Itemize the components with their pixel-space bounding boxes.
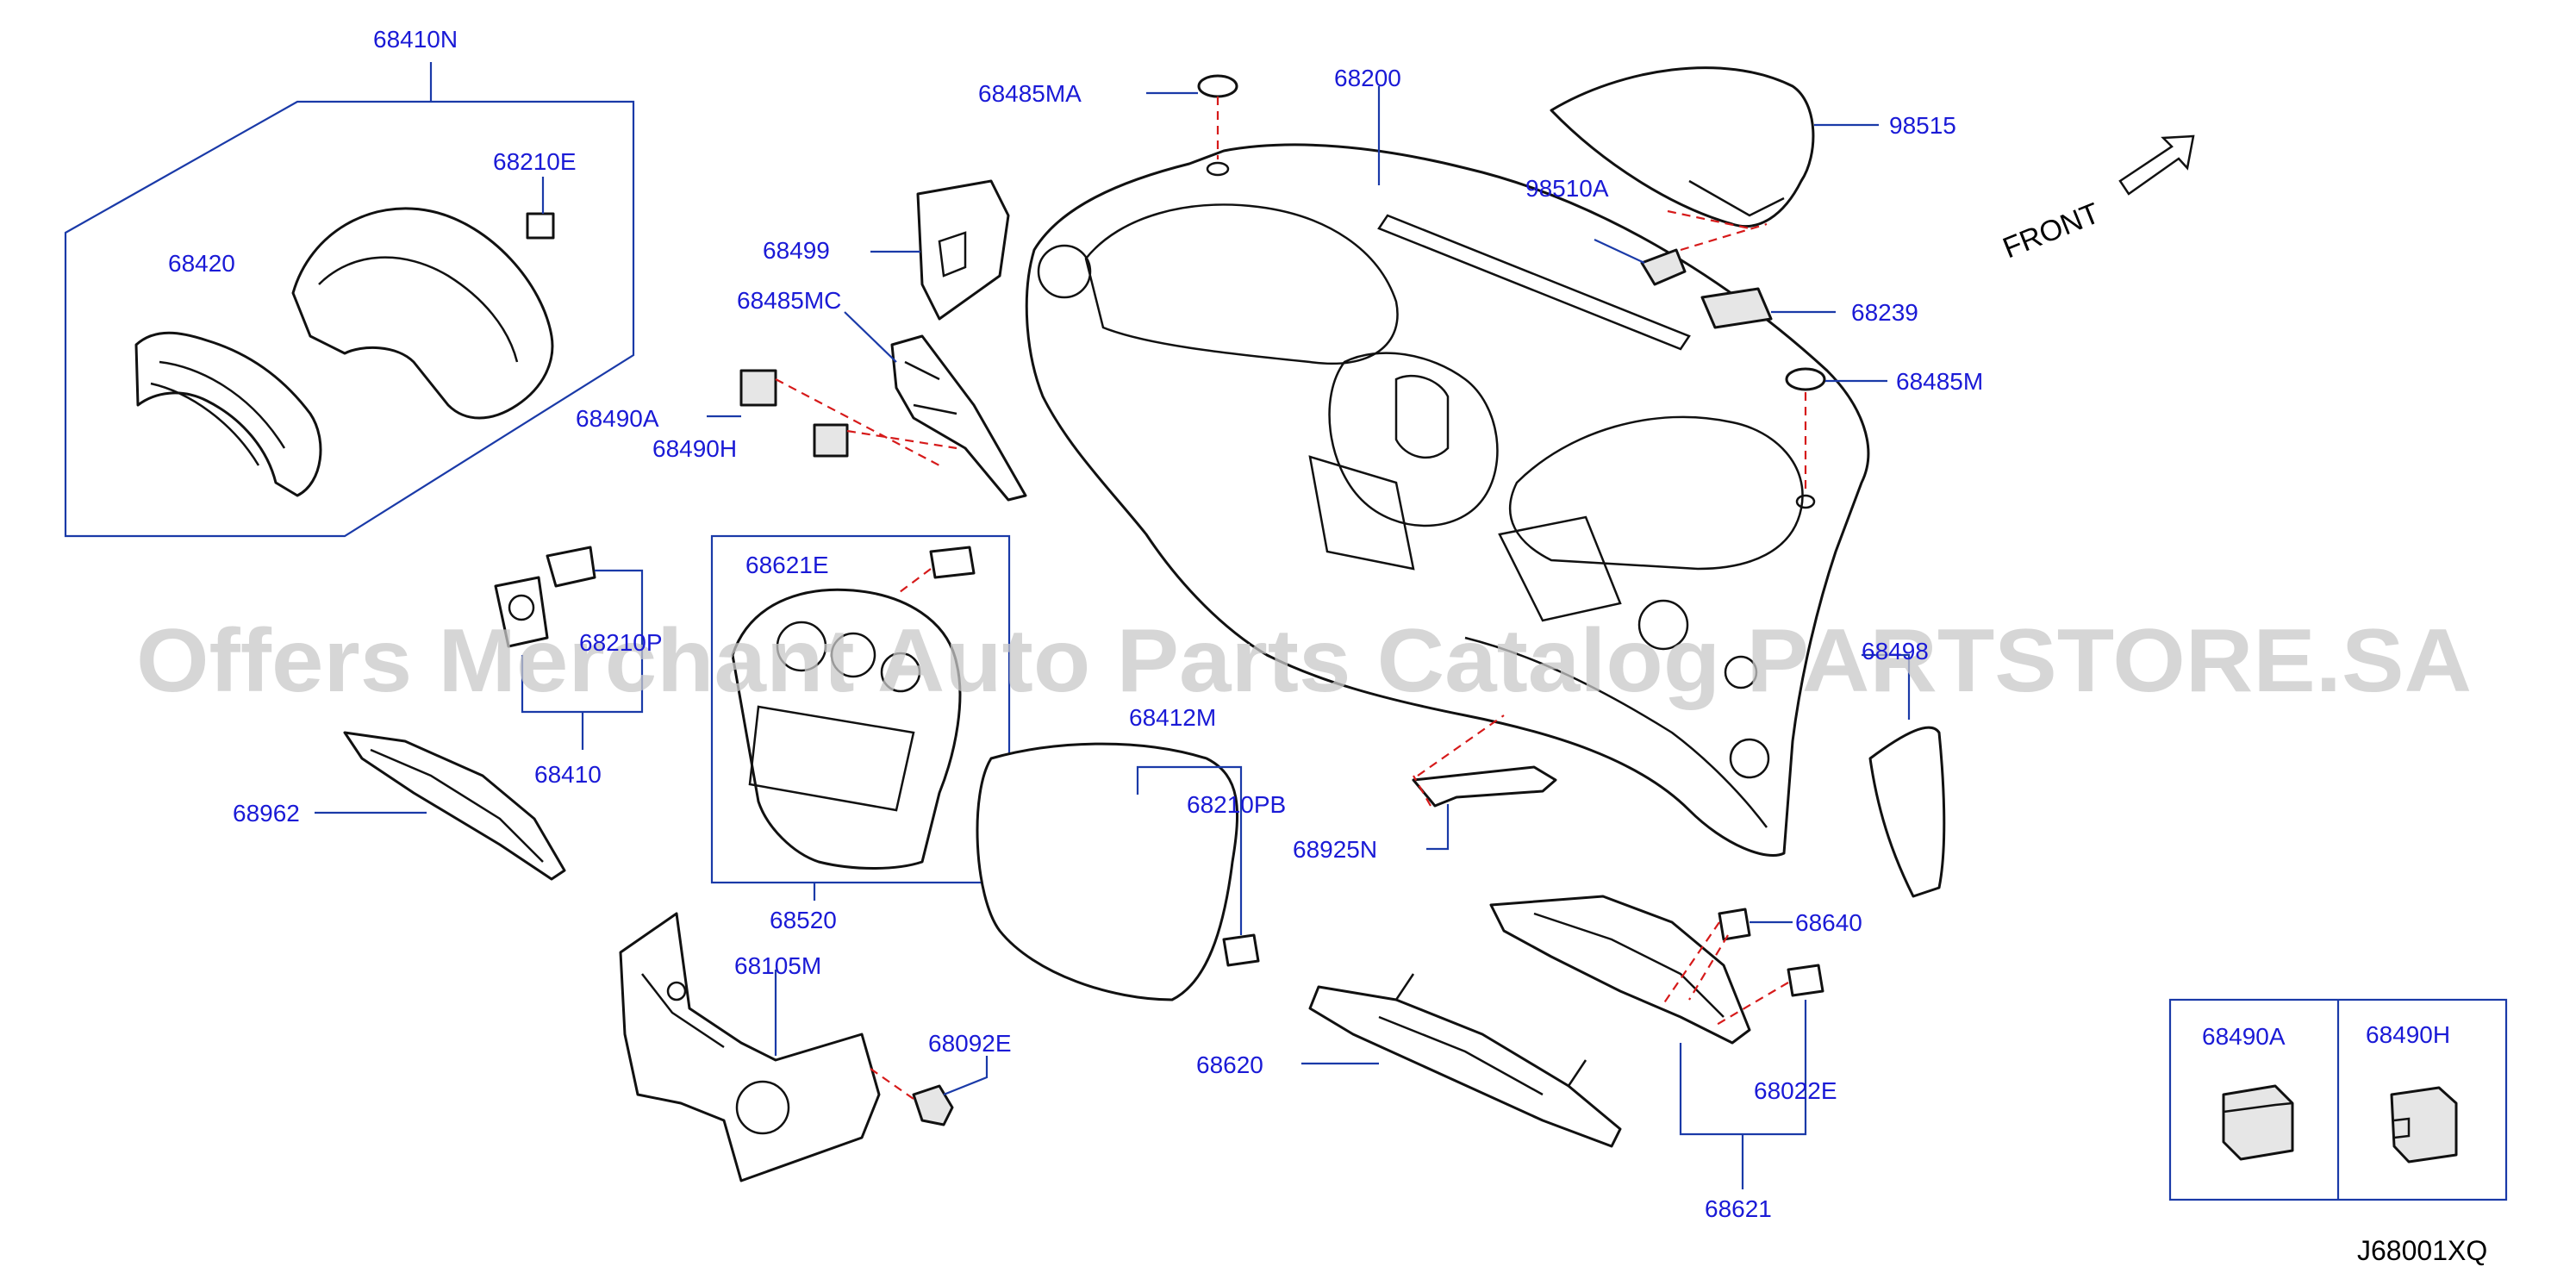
label-68621[interactable]: 68621 (1705, 1195, 1772, 1222)
bracket-68925N-group (1412, 714, 1557, 851)
bracket-68210P-part[interactable] (494, 576, 549, 648)
glovebox-lid-68620-part[interactable] (1308, 985, 1622, 1148)
cluster-housing-68210E-part[interactable] (291, 207, 554, 420)
clip-68022E-part[interactable] (1787, 964, 1824, 997)
bracket-68499-part[interactable] (916, 179, 1010, 321)
lower-cover-68105M-part[interactable] (619, 912, 881, 1182)
label-68410N[interactable]: 68410N (373, 26, 458, 53)
glovebox-group-68621 (1489, 895, 1824, 1189)
part-labels: 68410N 68210E 68420 68490A 68499 68485MC… (168, 26, 2450, 1222)
lower-cover-68105M-group (619, 912, 881, 1182)
airbag-group (1550, 66, 1879, 329)
label-98510A[interactable]: 98510A (1525, 175, 1609, 202)
panel-68498-part[interactable] (1868, 726, 1946, 898)
label-68239[interactable]: 68239 (1851, 299, 1918, 326)
clip-68490H-part[interactable] (813, 423, 849, 458)
label-68210PB[interactable]: 68210PB (1187, 791, 1286, 818)
lid-68412M-group (976, 742, 1260, 1001)
inset-label-68490A[interactable]: 68490A (2202, 1023, 2286, 1050)
label-68640[interactable]: 68640 (1795, 909, 1862, 936)
clip-68485M-group (1785, 367, 1887, 509)
center-group-68520 (710, 534, 1011, 901)
diagram-code: J68001XQ (2357, 1235, 2487, 1266)
glovebox-frame-68640-part[interactable] (1489, 895, 1751, 1045)
cover-68962-part[interactable] (343, 731, 566, 881)
center-bezel-68520-part[interactable] (731, 588, 962, 870)
label-68925N[interactable]: 68925N (1293, 836, 1377, 863)
label-68490H[interactable]: 68490H (652, 435, 737, 462)
label-68485MC[interactable]: 68485MC (737, 287, 841, 314)
clip-68485MA-group (1146, 74, 1238, 177)
label-68410[interactable]: 68410 (534, 761, 602, 788)
label-68105M[interactable]: 68105M (734, 952, 821, 979)
clip-68485MA-part[interactable] (1197, 74, 1238, 98)
label-68412M[interactable]: 68412M (1129, 704, 1216, 731)
label-68490A[interactable]: 68490A (576, 405, 659, 432)
bracket-68925N-part[interactable] (1412, 765, 1557, 808)
left-bracket-group (707, 179, 1027, 502)
label-68520[interactable]: 68520 (770, 907, 837, 933)
label-68485M[interactable]: 68485M (1896, 368, 1983, 395)
label-68962[interactable]: 68962 (233, 800, 300, 827)
screw-68092E-part[interactable] (912, 1084, 954, 1126)
cluster-group-68410N (64, 62, 635, 538)
svg-text:FRONT: FRONT (1999, 197, 2105, 265)
screw-68092E-group (870, 1056, 989, 1126)
watermark-text: Offers Merchant Auto Parts Catalog PARTS… (136, 611, 2472, 711)
inset-clip-68490A-part[interactable] (2222, 1084, 2294, 1161)
inset-clip-68490H-part[interactable] (2390, 1086, 2458, 1164)
panel-68485MC-part[interactable] (890, 334, 1027, 502)
label-68022E[interactable]: 68022E (1754, 1077, 1837, 1104)
bracket-group-68410 (494, 546, 644, 750)
label-68498[interactable]: 68498 (1862, 638, 1929, 664)
front-arrow-icon (2118, 134, 2195, 196)
label-68200[interactable]: 68200 (1334, 65, 1401, 91)
label-68420[interactable]: 68420 (168, 250, 235, 277)
clip-68485M-part[interactable] (1785, 367, 1826, 391)
label-68485MA[interactable]: 68485MA (978, 80, 1082, 107)
label-68210E[interactable]: 68210E (493, 148, 577, 175)
airbag-98515-part[interactable] (1550, 66, 1815, 228)
label-68210P[interactable]: 68210P (579, 629, 663, 656)
meter-hood-68420-part[interactable] (134, 331, 322, 497)
label-68499[interactable]: 68499 (763, 237, 830, 264)
label-98515[interactable]: 98515 (1889, 112, 1956, 139)
glovebox-lid-68620-group (1301, 973, 1622, 1148)
inset-label-68490H[interactable]: 68490H (2366, 1021, 2450, 1048)
dashboard-68200-group (1025, 86, 1870, 858)
label-68621E[interactable]: 68621E (745, 552, 829, 578)
panel-68498-group (1862, 653, 1946, 898)
clip-68490A-part[interactable] (739, 369, 777, 407)
pad-68239-part[interactable] (1700, 287, 1773, 329)
lid-68412M-part[interactable] (976, 742, 1239, 1001)
cover-68962-group (315, 731, 566, 881)
label-68620[interactable]: 68620 (1196, 1051, 1263, 1078)
label-68092E[interactable]: 68092E (928, 1030, 1012, 1057)
front-indicator: FRONT (1999, 134, 2195, 265)
bolt-98510A-part[interactable] (1640, 248, 1687, 286)
inset-clips-box (2168, 998, 2508, 1201)
